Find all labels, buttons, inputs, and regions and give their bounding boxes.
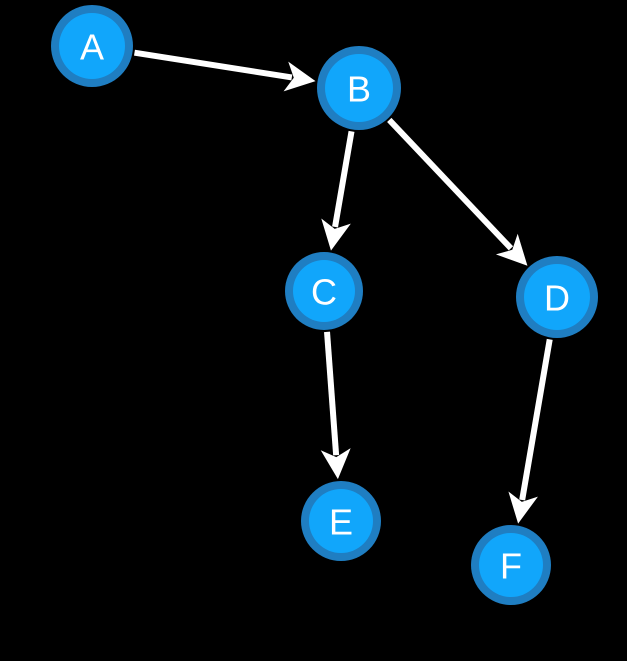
edge-line bbox=[387, 117, 514, 251]
node-label: A bbox=[80, 27, 104, 68]
node-body bbox=[309, 489, 373, 553]
edge-a-to-b bbox=[134, 49, 316, 92]
node-body bbox=[325, 54, 393, 122]
arrow-head-icon bbox=[321, 218, 351, 251]
arrow-head-icon bbox=[495, 233, 528, 266]
edges-layer bbox=[134, 49, 553, 524]
node-label: B bbox=[347, 69, 371, 110]
edge-line bbox=[324, 331, 340, 456]
edge-line bbox=[519, 338, 553, 501]
node-body bbox=[59, 13, 125, 79]
arrow-head-icon bbox=[320, 448, 351, 480]
graph-node-c[interactable]: C bbox=[285, 252, 363, 330]
node-label: C bbox=[311, 272, 337, 313]
node-body bbox=[293, 260, 355, 322]
arrow-head-icon bbox=[283, 61, 316, 92]
graph-node-e[interactable]: E bbox=[301, 481, 381, 561]
edge-c-to-e bbox=[320, 331, 351, 480]
graph-node-d[interactable]: D bbox=[516, 256, 598, 338]
graph-node-a[interactable]: A bbox=[51, 5, 133, 87]
edge-d-to-f bbox=[508, 338, 553, 524]
node-body bbox=[524, 264, 590, 330]
edge-line bbox=[134, 49, 293, 81]
edge-b-to-d bbox=[387, 117, 528, 266]
arrow-head-icon bbox=[508, 491, 538, 524]
edge-b-to-c bbox=[321, 130, 355, 251]
edge-line bbox=[332, 130, 355, 228]
graph-node-f[interactable]: F bbox=[471, 525, 551, 605]
nodes-layer: A B C D E F bbox=[51, 5, 598, 605]
node-label: F bbox=[500, 546, 522, 587]
node-label: E bbox=[329, 502, 353, 543]
graph-node-b[interactable]: B bbox=[317, 46, 401, 130]
node-label: D bbox=[544, 278, 570, 319]
node-body bbox=[479, 533, 543, 597]
